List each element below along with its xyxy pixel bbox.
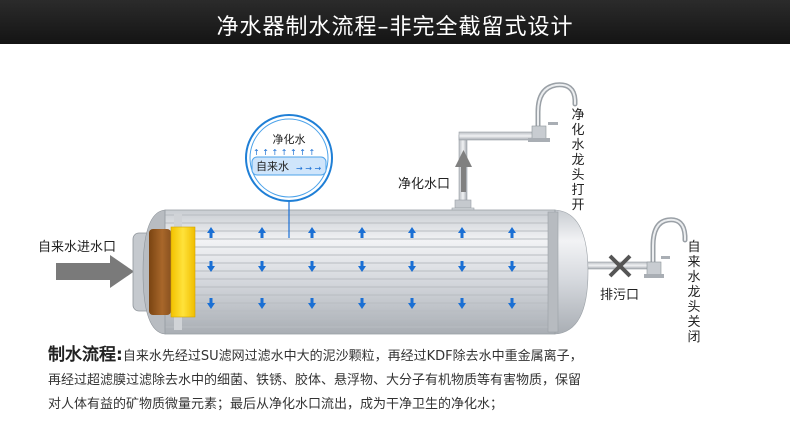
arrow-down-icon [308,261,316,272]
inlet-arrow [56,255,134,288]
description-line-3: 对人体有益的矿物质微量元素；最后从净化水口流出，成为干净卫生的净化水； [48,397,504,412]
inlet-label: 自来水进水口 [38,240,117,255]
arrow-down-icon [458,261,466,272]
arrow-down-icon [308,298,316,309]
svg-text:→ → →: → → → [296,164,321,173]
arrow-up-icon [408,227,416,238]
zoom-label-tapwater: 自来水 [256,160,289,173]
faucet-closed-label: 自来水龙头关闭 [687,240,701,345]
arrow-down-icon [408,261,416,272]
description-line-1: 自来水先经过SU滤网过滤水中大的泥沙颗粒，再经过KDF除去水中重金属离子， [122,349,583,364]
arrow-up-icon [358,227,366,238]
arrow-down-icon [358,298,366,309]
arrow-down-icon [458,298,466,309]
sediment-layer [149,229,171,315]
arrow-up-icon [258,227,266,238]
filter-end-cap [170,226,196,318]
zoom-bubble: ↑ ↑ ↑ ↑ ↑ ↑ ↑ → → → 净化水 自来水 [245,114,333,238]
faucet-icon [528,82,578,142]
faucet-open-label: 净化水龙头打开 [571,108,585,213]
arrow-up-icon [207,227,215,238]
title-banner: 净水器制水流程–非完全截留式设计 [0,0,790,44]
description-line-2: 再经过超滤膜过滤除去水中的细菌、铁锈、胶体、悬浮物、大分子有机物质等有害物质，保… [48,373,582,388]
description-heading: 制水流程: [48,345,123,365]
arrow-down-icon [258,298,266,309]
arrow-down-icon [508,298,516,309]
arrow-down-icon [508,261,516,272]
arrow-down-icon [207,298,215,309]
arrow-up-icon [458,227,466,238]
outlet-up-arrow [455,150,472,192]
arrow-down-icon [207,261,215,272]
zoom-label-purified: 净化水 [273,132,306,146]
process-description: 制水流程:自来水先经过SU滤网过滤水中大的泥沙颗粒，再经过KDF除去水中重金属离… [48,343,748,417]
drain-label: 排污口 [600,288,640,303]
flow-arrows [207,227,516,309]
x-icon [608,254,632,278]
svg-text:↑ ↑ ↑ ↑ ↑ ↑ ↑: ↑ ↑ ↑ ↑ ↑ ↑ ↑ [253,148,315,157]
arrow-down-icon [358,261,366,272]
page-title: 净水器制水流程–非完全截留式设计 [216,15,574,40]
faucet-icon [644,217,688,278]
arrow-down-icon [408,298,416,309]
outlet-label: 净化水口 [398,177,451,192]
filter-housing [132,209,589,335]
arrow-up-icon [508,227,516,238]
arrow-down-icon [258,261,266,272]
arrow-up-icon [308,227,316,238]
